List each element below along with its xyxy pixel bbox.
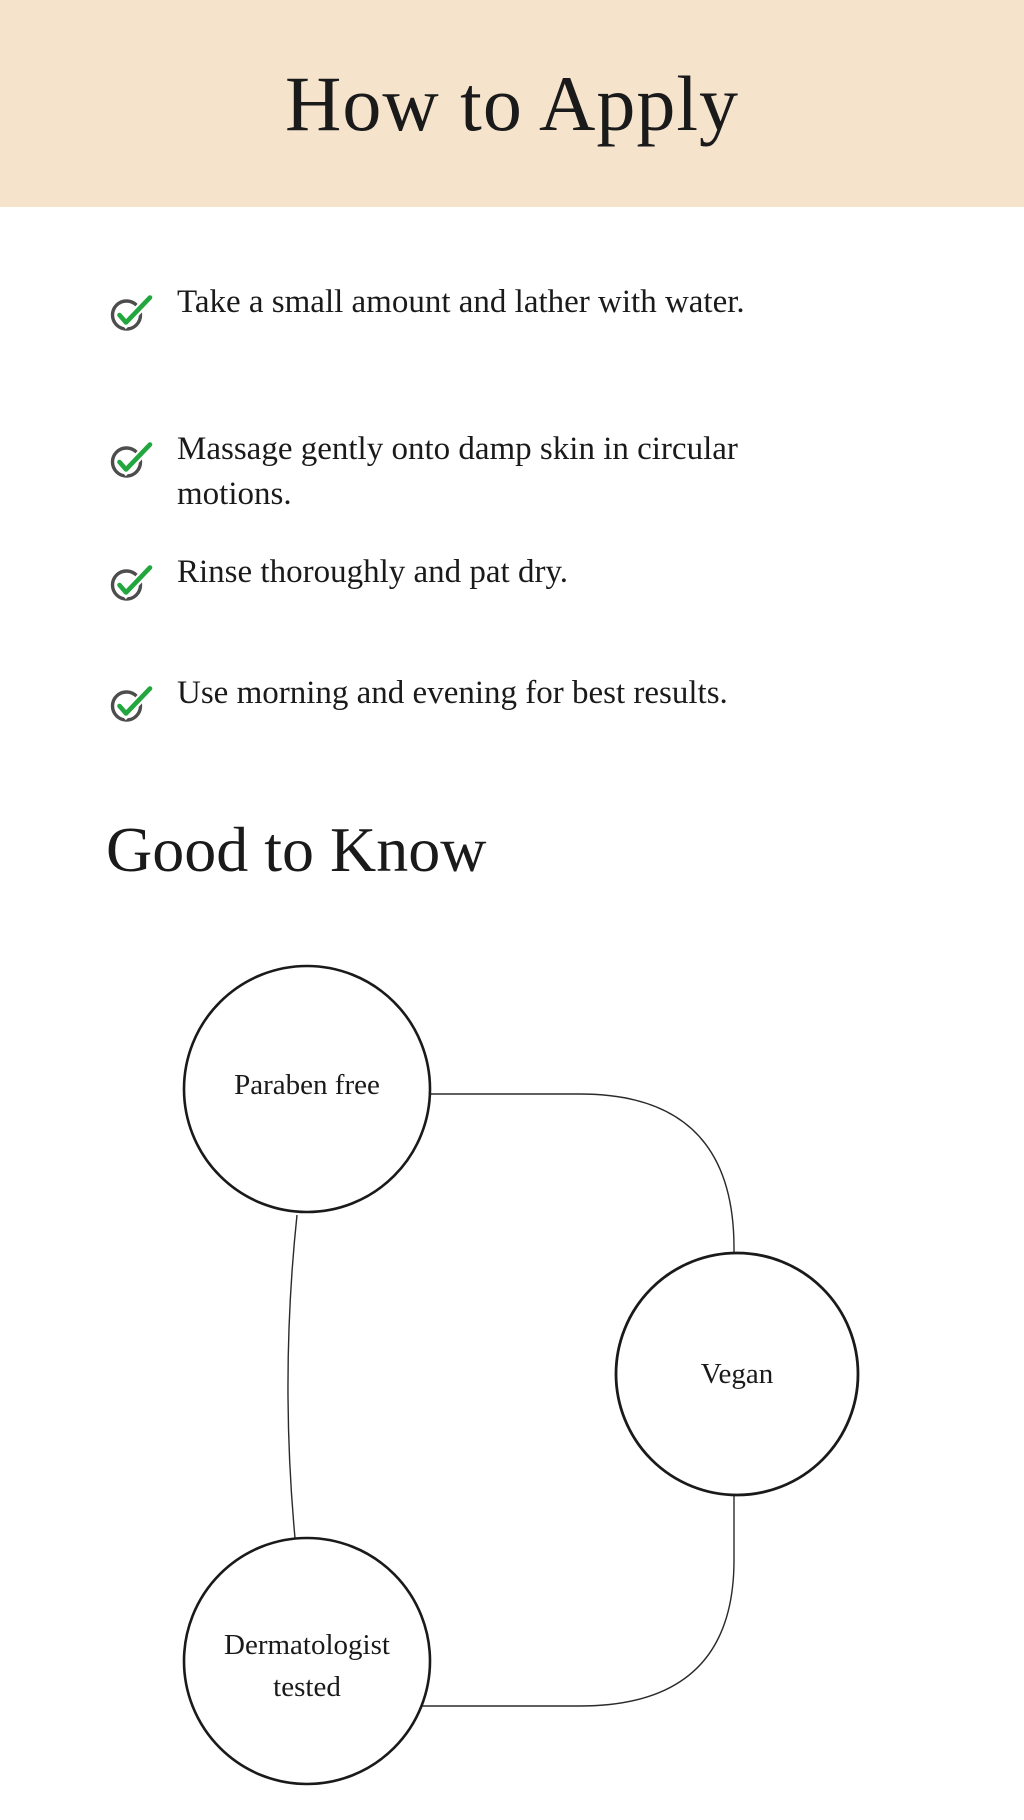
how-to-apply-steps: Take a small amount and lather with wate… [110, 280, 850, 730]
step-item: Massage gently onto damp skin in circula… [110, 427, 850, 517]
how-to-apply-banner: How to Apply [0, 0, 1024, 207]
page-title: How to Apply [284, 59, 740, 147]
step-text: Massage gently onto damp skin in circula… [177, 431, 738, 512]
good-to-know-title: Good to Know [106, 814, 487, 885]
step-text: Take a small amount and lather with wate… [177, 284, 745, 320]
badge-label-paraben-free: Paraben free [234, 1068, 380, 1101]
check-circle-icon [110, 685, 156, 730]
badge-label-vegan: Vegan [700, 1357, 774, 1390]
step-item: Take a small amount and lather with wate… [110, 280, 850, 339]
badge-circle-vegan [614, 1251, 860, 1497]
badge-circle-dermatologist-tested [182, 1536, 432, 1786]
step-text: Rinse thoroughly and pat dry. [177, 554, 569, 590]
step-item: Rinse thoroughly and pat dry. [110, 550, 850, 609]
badge-label-dermatologist-tested: Dermatologist tested [224, 1628, 390, 1703]
check-circle-icon [110, 294, 156, 339]
good-to-know-diagram [0, 940, 1024, 1820]
check-circle-icon [110, 441, 156, 486]
check-circle-icon [110, 564, 156, 609]
step-item: Use morning and evening for best results… [110, 671, 850, 730]
step-text: Use morning and evening for best results… [177, 675, 728, 711]
badge-circle-paraben-free [182, 964, 432, 1214]
